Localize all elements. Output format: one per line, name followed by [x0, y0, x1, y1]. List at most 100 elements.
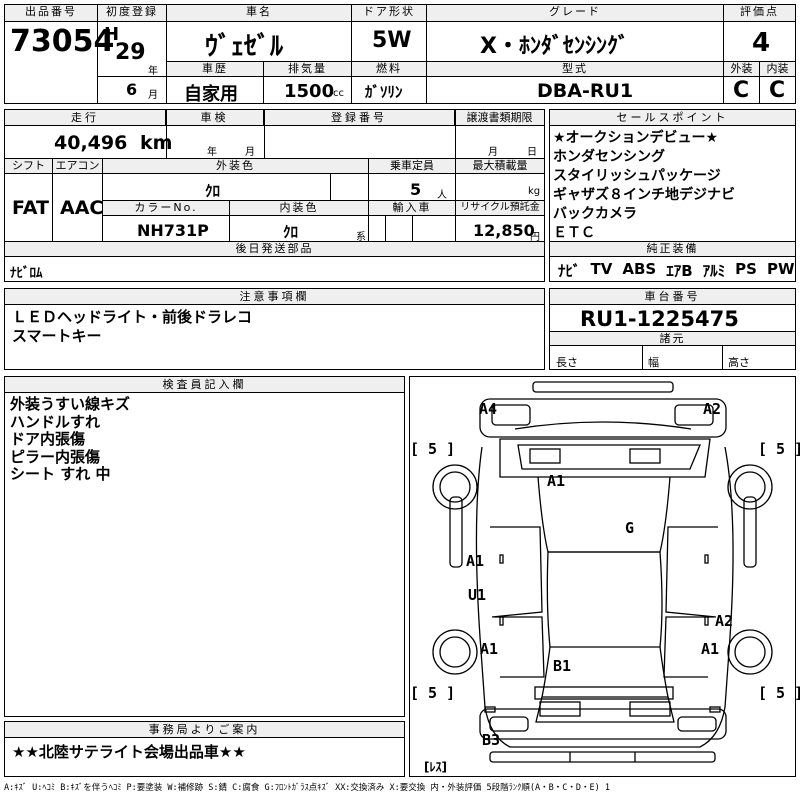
ext-grade-value: C	[733, 78, 750, 103]
equipment-item: ABS	[622, 260, 657, 278]
mileage-unit: km	[140, 132, 173, 154]
inspection-year-unit: 年	[207, 147, 217, 158]
history-value: 自家用	[184, 84, 238, 105]
damage-mark: U1	[468, 586, 487, 604]
history-label: 車歴	[166, 61, 264, 77]
sales-point-line: バックカメラ	[553, 206, 637, 222]
notes-line: スマートキー	[12, 327, 102, 345]
first-reg-year: 29	[115, 40, 146, 65]
transfer-month-unit: 月	[488, 147, 498, 158]
damage-mark: G	[625, 519, 635, 537]
aircon-value: AAC	[60, 197, 104, 219]
transfer-day-unit: 日	[527, 147, 537, 158]
recycle-unit: 円	[530, 232, 540, 243]
sales-point-line: スタイリッシュパッケージ	[553, 168, 721, 184]
damage-mark: B1	[553, 657, 572, 675]
capacity-unit: 人	[437, 190, 447, 201]
aircon-label: エアコン	[52, 158, 103, 174]
inspector-line: シート すれ 中	[10, 465, 111, 483]
equipment-item: ｱﾙﾐ	[702, 262, 726, 280]
fuel-value: ｶﾞｿﾘﾝ	[365, 83, 403, 101]
damage-mark: A1	[480, 640, 499, 658]
int-color-unit: 系	[356, 232, 366, 243]
recycle-label: リサイクル預託金	[455, 200, 545, 216]
capacity-value: 5	[410, 180, 422, 199]
displacement-label: 排気量	[263, 61, 352, 77]
score-value: 4	[752, 28, 771, 58]
equipment-item: ﾅﾋﾞ	[558, 262, 581, 280]
spec-length-label: 長さ	[556, 356, 578, 369]
model-value: DBA-RU1	[537, 80, 634, 102]
notes-label: 注意事項欄	[5, 289, 544, 305]
inspector-label: 検査員記入欄	[5, 377, 404, 393]
door-value: 5W	[372, 28, 412, 53]
color-no-label: カラーNo.	[102, 200, 230, 216]
ext-color-label: 外装色	[102, 158, 369, 174]
inspector-line: ハンドルすれ	[10, 412, 101, 431]
equipment-label: 純正装備	[549, 241, 796, 257]
int-grade-label: 内装	[759, 61, 796, 77]
damage-mark: A4	[479, 400, 498, 418]
import-label: 輸入車	[368, 200, 456, 216]
spec-height-label: 高さ	[728, 356, 750, 369]
spec-width-label: 幅	[648, 356, 659, 369]
equipment-item: PS	[735, 260, 757, 278]
damage-mark: A1	[466, 552, 485, 570]
fuel-label: 燃料	[351, 61, 427, 77]
chassis-value: RU1-1225475	[580, 307, 739, 331]
color-no-value: NH731P	[137, 221, 209, 240]
lot-number: 73054	[10, 24, 115, 59]
transfer-label: 譲渡書類期限	[455, 110, 544, 126]
tire-depth: [ 5 ]	[758, 684, 800, 702]
car-name-value: ｳﾞｪｾﾞﾙ	[205, 32, 284, 62]
inspection-label: 車検	[166, 110, 264, 126]
mileage-value: 40,496	[54, 132, 128, 154]
office-value: ★★北陸サテライト会場出品車★★	[12, 743, 246, 761]
ext-grade-label: 外装	[723, 61, 760, 77]
sales-point-line: ホンダセンシング	[553, 149, 665, 165]
load-unit: kg	[528, 186, 541, 197]
notes-line: ＬＥＤヘッドライト・前後ドラレコ	[12, 308, 253, 326]
damage-mark: A1	[701, 640, 720, 658]
recycle-value: 12,850	[473, 221, 535, 240]
int-grade-value: C	[769, 78, 786, 103]
notes-list: ＬＥＤヘッドライト・前後ドラレコ スマートキー	[12, 308, 252, 346]
score-label: 評価点	[723, 4, 796, 22]
sales-point-line: ＥＴＣ	[553, 225, 595, 241]
tire-depth: [ 5 ]	[758, 440, 800, 458]
inspector-line: 外装うすい線キズ	[10, 395, 131, 413]
first-reg-label: 初度登録	[97, 4, 167, 22]
int-color-label: 内装色	[229, 200, 369, 216]
displacement-value: 1500	[284, 81, 335, 102]
damage-mark: A2	[715, 612, 734, 630]
tire-depth: [ 5 ]	[410, 684, 456, 702]
ext-color-value: ｸﾛ	[205, 182, 221, 200]
model-label: 型式	[426, 61, 724, 77]
damage-mark: B3	[482, 731, 501, 749]
equipment-item: ｴｱB	[666, 262, 693, 280]
int-color-value: ｸﾛ	[283, 223, 299, 241]
specs-label: 諸元	[549, 331, 796, 346]
shift-value: FAT	[12, 197, 49, 219]
equipment-item: PW	[766, 260, 795, 278]
inspection-month-unit: 月	[245, 147, 255, 158]
first-reg-year-unit: 年	[148, 66, 158, 77]
first-reg-month-unit: 月	[148, 90, 158, 101]
inspector-line: ピラー内張傷	[10, 447, 101, 466]
inspector-block	[4, 376, 405, 717]
chassis-label: 車台番号	[550, 289, 795, 305]
sales-point-label: セールスポイント	[550, 110, 795, 126]
legend: A:ｷｽﾞ U:ﾍｺﾐ B:ｷｽﾞを伴うﾍｺﾐ P:要塗装 W:補修跡 S:錆 …	[4, 783, 610, 793]
first-reg-month: 6	[126, 80, 138, 99]
sales-point-list: ★オークションデビュー★ ホンダセンシング スタイリッシュパッケージ ギャザズ８…	[553, 129, 793, 243]
office-label: 事務局よりご案内	[5, 722, 404, 738]
sales-point-line: ギャザズ８インチ地デジナビ	[553, 187, 735, 203]
damage-mark: A2	[703, 400, 722, 418]
car-outline	[432, 381, 773, 763]
first-reg-era: H	[104, 24, 120, 45]
shift-label: シフト	[4, 158, 53, 174]
displacement-unit: cc	[333, 88, 344, 99]
reg-no-label: 登録番号	[264, 110, 455, 126]
grade-label: グレード	[426, 4, 724, 22]
later-parts-label: 後日発送部品	[4, 241, 545, 257]
